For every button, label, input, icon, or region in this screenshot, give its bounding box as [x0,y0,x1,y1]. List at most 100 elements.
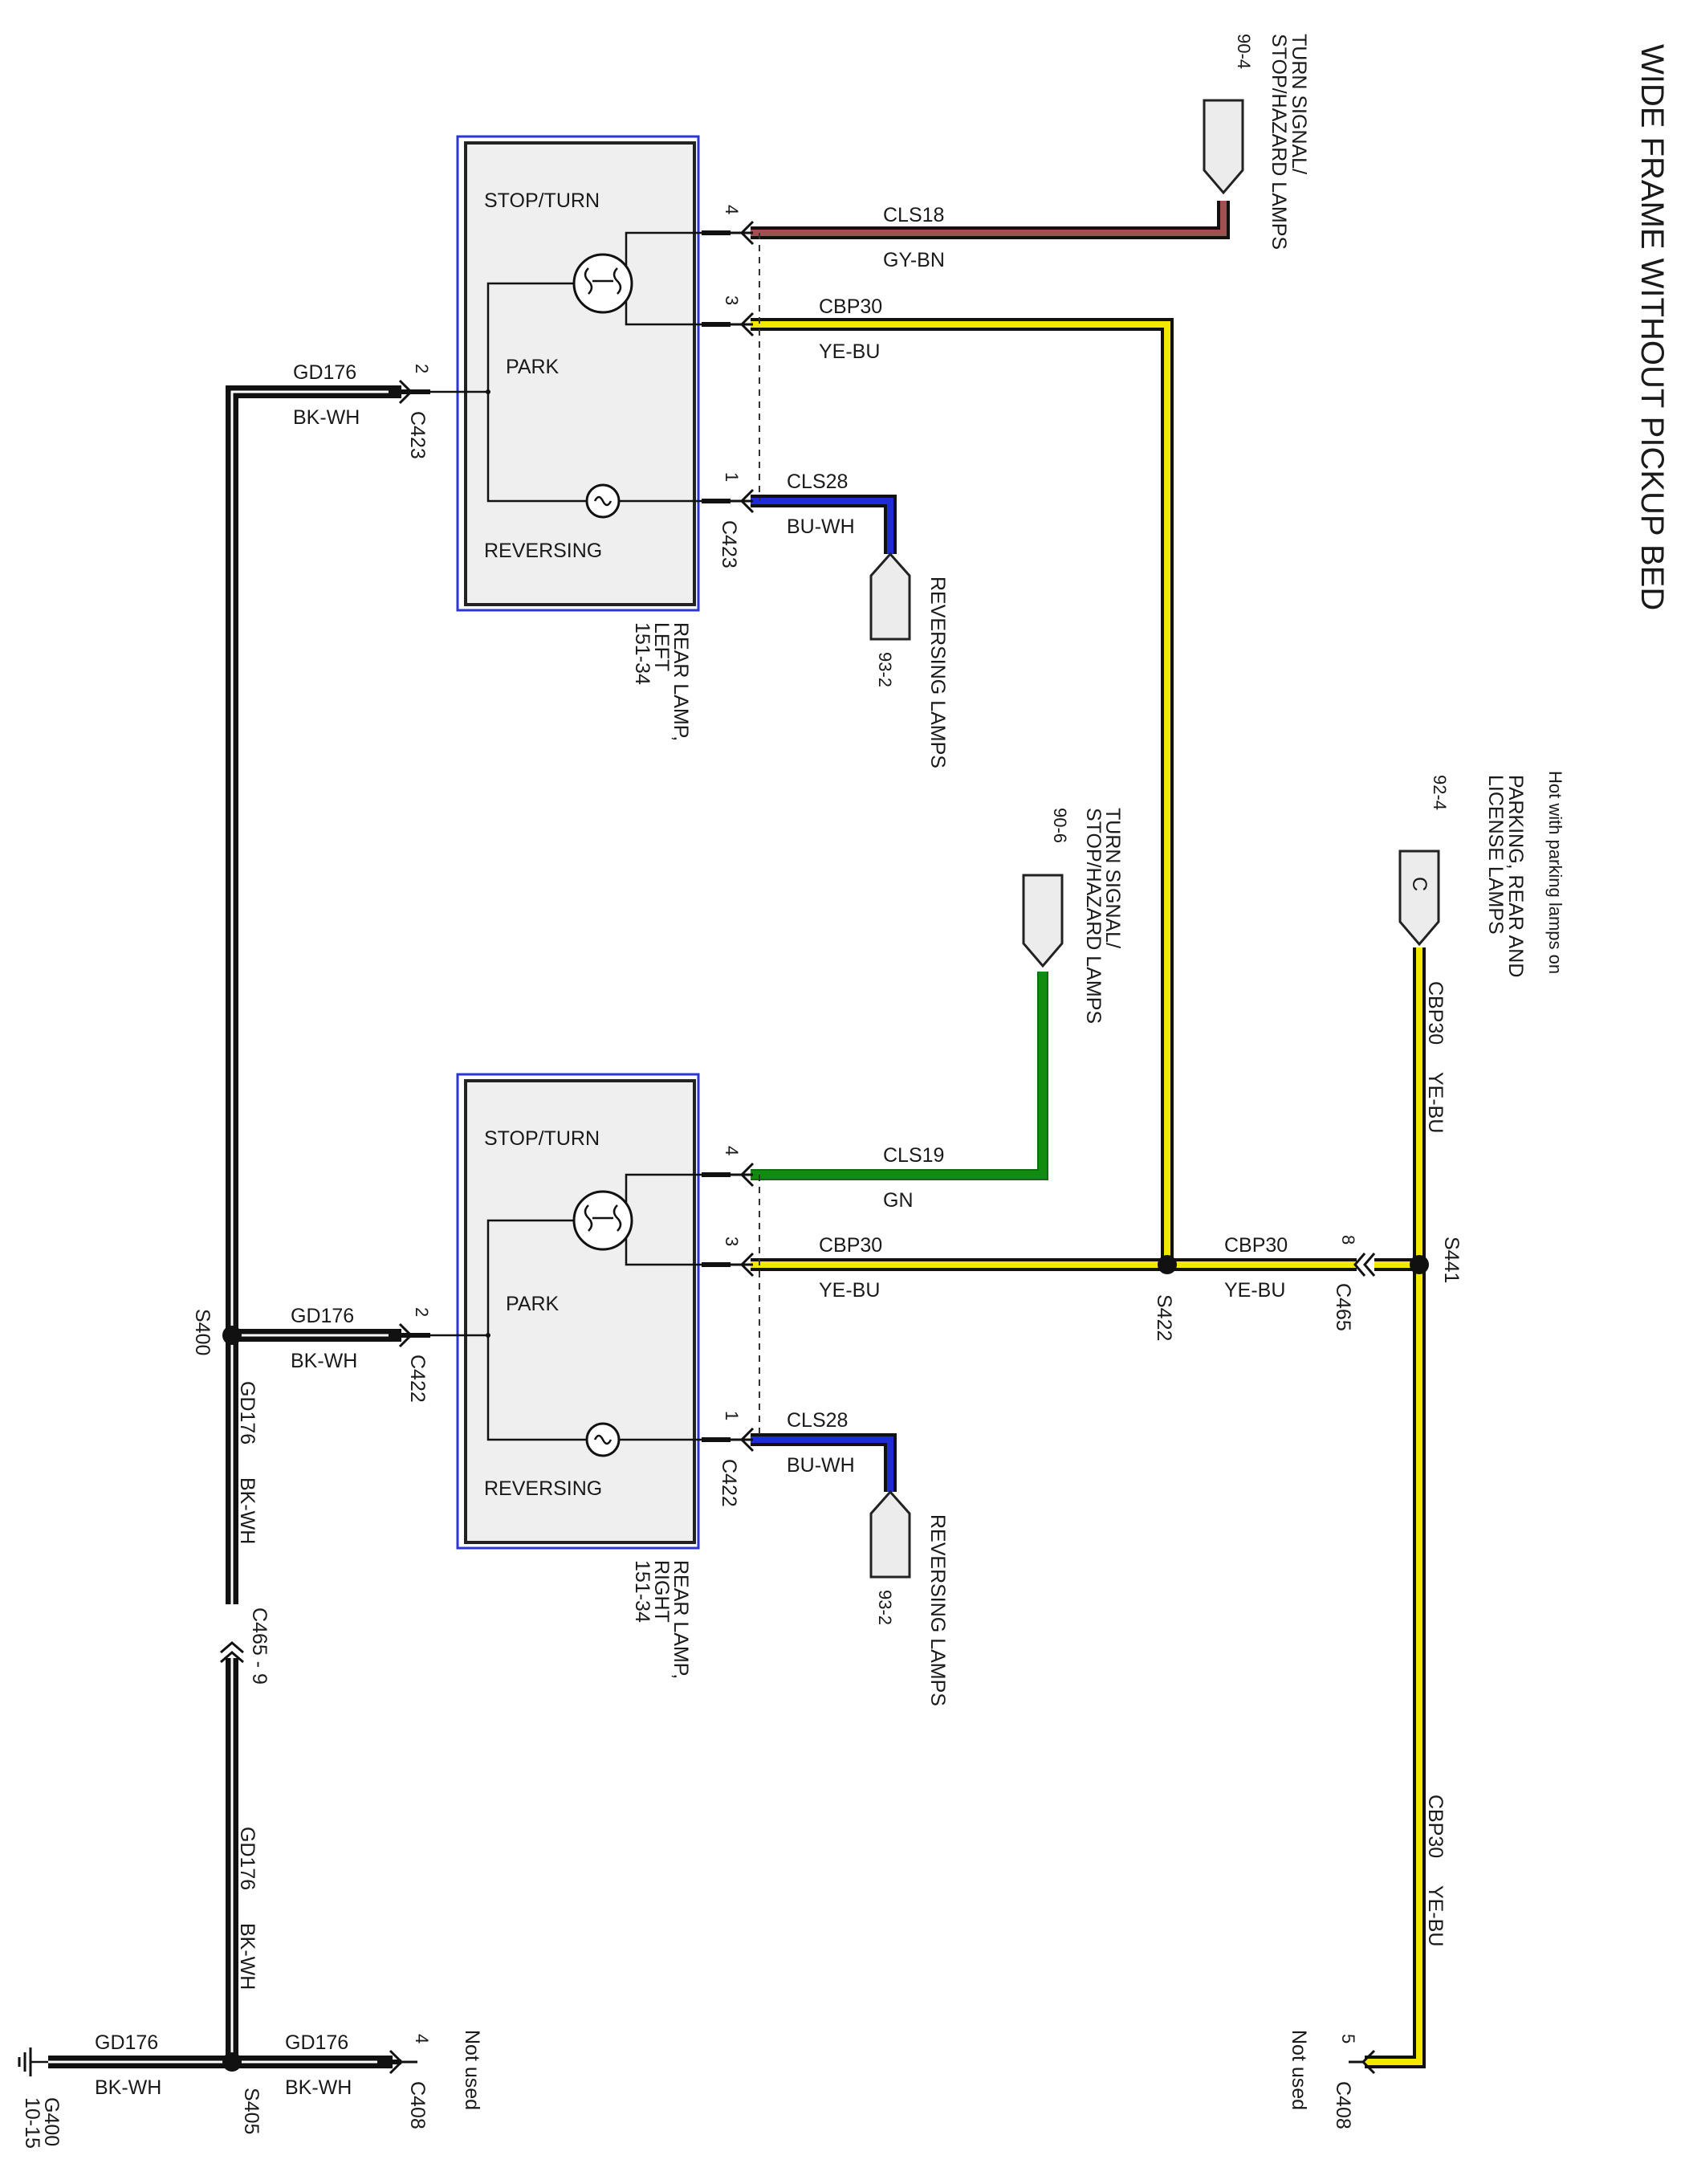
color-label: BK-WH [285,2076,352,2099]
color-label: BK-WH [236,1923,258,1990]
lamp-frame [456,135,700,612]
label-park: PARK [506,356,560,378]
lamp-caption: REAR LAMP, [669,622,692,741]
diagram-title: WIDE FRAME WITHOUT PICKUP BED [1634,44,1670,610]
connector-c422: C422 [406,1355,429,1403]
pin-label: 1 [722,472,742,482]
wire-gd176-bus [48,385,401,2068]
rear-lamp-left: STOP/TURN PARK REVERSING 4 3 1 2 C423 C4… [389,135,760,741]
inline-connectors: 8 C465 C465 - 9 4 C408 Not used 5 C408 N… [220,1235,1376,2129]
splice-dot [222,2052,242,2072]
splice-s405: S405 [240,2088,263,2134]
splice-dot [222,1326,242,1345]
pin-label: 1 [722,1411,742,1420]
pin-label: 2 [412,1307,432,1317]
ground-name: G400 [40,2097,63,2146]
lamp-caption: REAR LAMP, [669,1560,692,1679]
ref-page: 93-2 [875,1590,895,1625]
wire-cbp30-vertical [1365,947,1426,2068]
bulb-icon [572,1190,633,1251]
circuit-label: CBP30 [1424,1795,1447,1858]
wire-cls28-right [751,1433,897,1492]
circuit-label: GD176 [285,2031,348,2054]
connector-pentagon [869,1489,911,1579]
pin-label: 4 [722,1146,742,1155]
color-label: GY-BN [883,249,945,271]
color-label: YE-BU [1224,1279,1285,1302]
wire-labels: CLS18 GY-BN CBP30 YE-BU CLS28 BU-WH CLS1… [95,204,1447,2099]
circuit-label: CBP30 [819,1234,882,1257]
color-label: YE-BU [1424,1885,1447,1946]
splices: S400 S405 S422 S441 [191,1237,1463,2134]
color-label: BK-WH [293,406,360,429]
ref-title: PARKING, REAR AND [1504,775,1527,977]
connector-pentagon [1022,874,1064,968]
label-reversing: REVERSING [484,540,602,562]
pin-label: 3 [722,295,742,305]
splice-dot [1410,1255,1429,1274]
color-label: BK-WH [95,2076,161,2099]
circuit-label: GD176 [291,1305,354,1327]
ref-title: STOP/HAZARD LAMPS [1082,808,1105,1024]
not-used-label: Not used [461,2030,483,2110]
color-label: BK-WH [236,1477,258,1544]
circuit-label: GD176 [236,1827,258,1890]
color-label: BK-WH [291,1350,357,1372]
ref-page: 90-6 [1050,808,1070,843]
connector-c423: C423 [406,411,429,459]
circuit-label: GD176 [95,2031,158,2054]
color-label: GN [883,1189,914,1212]
pin-label: 3 [722,1237,742,1246]
color-label: BU-WH [787,515,855,538]
junction-dot [486,1333,490,1338]
pin-label: 2 [412,364,432,373]
connector-c408: C408 [406,2081,429,2129]
connector-c422: C422 [718,1459,740,1507]
lamp-body [464,141,696,606]
lamp-caption: 151-34 [631,622,653,685]
not-used-label: Not used [1288,2030,1310,2110]
label-park: PARK [506,1293,560,1315]
splice-dot [1158,1255,1177,1274]
connector-c-marker: C [1408,877,1431,891]
circuit-label: GD176 [293,361,356,384]
label-stop-turn: STOP/TURN [484,1127,600,1150]
lamp-frame [456,1073,700,1550]
wire-cls19-gn [751,972,1048,1180]
wires [48,201,1426,2068]
splice-s422: S422 [1153,1294,1175,1341]
lamp-caption: RIGHT [650,1560,673,1623]
ref-parking-92-4[interactable]: C 92-4 PARKING, REAR AND LICENSE LAMPS [1398,775,1527,977]
circuit-label: CBP30 [1224,1234,1288,1257]
ref-reversing-93-2-right[interactable]: REVERSING LAMPS 93-2 [869,1489,949,1706]
pin-label: 8 [1338,1235,1358,1245]
connector-pentagon [1203,99,1244,195]
ref-page: 93-2 [875,652,895,687]
connector-c465-9: C465 - 9 [248,1607,271,1685]
wire-cls18-gy-bn [751,201,1230,239]
rear-lamp-right: STOP/TURN PARK REVERSING 4 3 1 2 C422 C4… [389,1073,760,1679]
ground-ref: 10-15 [21,2097,43,2149]
ref-reversing-93-2-left[interactable]: REVERSING LAMPS 93-2 [869,552,949,768]
wire-cbp30-left [751,318,1174,1265]
ground-g400: G400 10-15 [18,2048,63,2149]
note-text: Hot with parking lamps on [1545,771,1565,974]
ref-page: 90-4 [1234,34,1254,69]
ref-title: TURN SIGNAL/ [1288,34,1310,174]
color-label: YE-BU [819,340,880,363]
color-label: YE-BU [819,1279,880,1302]
circuit-label: CLS28 [787,471,848,493]
ref-turn-signal-90-4[interactable]: 90-4 TURN SIGNAL/ STOP/HAZARD LAMPS [1203,34,1310,250]
lamp-body [464,1079,696,1544]
bulb-icon [572,253,633,314]
ref-title: TURN SIGNAL/ [1101,808,1124,948]
lamp-caption: LEFT [650,622,673,671]
circuit-label: CLS19 [883,1144,944,1167]
splice-s441: S441 [1440,1237,1463,1283]
ref-title: REVERSING LAMPS [926,577,949,768]
ref-turn-signal-90-6[interactable]: 90-6 TURN SIGNAL/ STOP/HAZARD LAMPS [1022,808,1124,1024]
connector-c423: C423 [718,520,740,568]
color-label: BU-WH [787,1454,855,1477]
junction-dot [486,389,490,394]
